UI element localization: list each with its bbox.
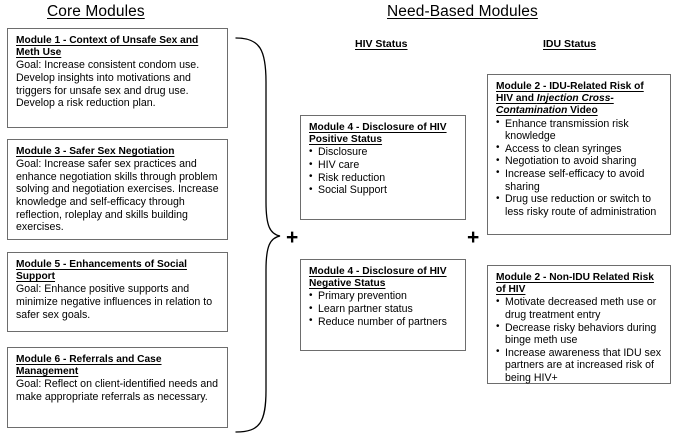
module-2-idu-title: Module 2 - IDU-Related Risk of HIV and I… <box>496 81 663 118</box>
core-module-box-5: Module 5 - Enhancements of Social Suppor… <box>7 252 228 332</box>
module-2-idu-title-part1: Module 2 - IDU-Related Risk of HIV and <box>496 81 644 105</box>
module-2-idu-title-part2: Video <box>567 105 598 117</box>
module-1-title: Module 1 - Context of Unsafe Sex and Met… <box>16 35 199 59</box>
module-3-goal: Goal: Increase safer sex practices and e… <box>16 158 219 234</box>
hiv-negative-module-box: Module 4 - Disclosure of HIV Negative St… <box>300 259 466 351</box>
module-6-goal: Goal: Reflect on client-identified needs… <box>16 378 218 403</box>
plus-sign-left: + <box>286 226 299 249</box>
list-item: Reduce number of partners <box>309 315 458 329</box>
need-based-modules-heading: Need-Based Modules <box>387 3 538 20</box>
module-6-title: Module 6 - Referrals and Case Management <box>16 354 162 378</box>
list-item: Primary prevention <box>309 290 458 303</box>
list-item: Access to clean syringes <box>496 142 663 156</box>
list-item: Social Support <box>309 184 458 197</box>
idu-status-heading: IDU Status <box>543 38 597 50</box>
module-4-negative-title: Module 4 - Disclosure of HIV Negative St… <box>309 266 447 290</box>
module-2-non-idu-title: Module 2 - Non-IDU Related Risk of HIV <box>496 272 654 296</box>
module-3-title: Module 3 - Safer Sex Negotiation <box>16 146 175 157</box>
module-5-title: Module 5 - Enhancements of Social Suppor… <box>16 259 187 283</box>
module-1-goal: Goal: Increase consistent condom use. De… <box>16 59 200 110</box>
list-item: Decrease risky behaviors during binge me… <box>496 321 663 347</box>
list-item: Risk reduction <box>309 171 458 185</box>
core-modules-heading: Core Modules <box>47 3 145 20</box>
module-2-idu-title-italic: Injection Cross-Contamination <box>496 93 614 117</box>
idu-related-module-box: Module 2 - IDU-Related Risk of HIV and I… <box>487 74 671 235</box>
curly-brace-connector <box>235 37 281 433</box>
list-item: Enhance transmission risk knowledge <box>496 117 663 143</box>
list-item: HIV care <box>309 159 458 172</box>
hiv-positive-module-box: Module 4 - Disclosure of HIV Positive St… <box>300 115 466 220</box>
list-item: Learn partner status <box>309 303 458 316</box>
list-item: Motivate decreased meth use or drug trea… <box>496 296 663 321</box>
list-item: Drug use reduction or switch to less ris… <box>496 193 663 218</box>
module-2-idu-bullets: Enhance transmission risk knowledge Acce… <box>496 117 663 219</box>
list-item: Negotiation to avoid sharing <box>496 155 663 168</box>
core-module-box-1: Module 1 - Context of Unsafe Sex and Met… <box>7 28 228 128</box>
core-module-box-3: Module 3 - Safer Sex Negotiation Goal: I… <box>7 139 228 240</box>
module-4-positive-title: Module 4 - Disclosure of HIV Positive St… <box>309 122 447 146</box>
list-item: Increase awareness that IDU sex partners… <box>496 346 663 385</box>
module-4-positive-bullets: Disclosure HIV care Risk reduction Socia… <box>309 146 458 196</box>
list-item: Disclosure <box>309 146 458 159</box>
non-idu-related-module-box: Module 2 - Non-IDU Related Risk of HIV M… <box>487 265 671 384</box>
plus-sign-right: + <box>467 226 480 249</box>
hiv-status-heading: HIV Status <box>355 38 408 50</box>
core-module-box-6: Module 6 - Referrals and Case Management… <box>7 347 228 428</box>
module-2-non-idu-bullets: Motivate decreased meth use or drug trea… <box>496 296 663 384</box>
module-4-negative-bullets: Primary prevention Learn partner status … <box>309 290 458 328</box>
list-item: Increase self-efficacy to avoid sharing <box>496 167 663 193</box>
module-5-goal: Goal: Enhance positive supports and mini… <box>16 283 213 321</box>
